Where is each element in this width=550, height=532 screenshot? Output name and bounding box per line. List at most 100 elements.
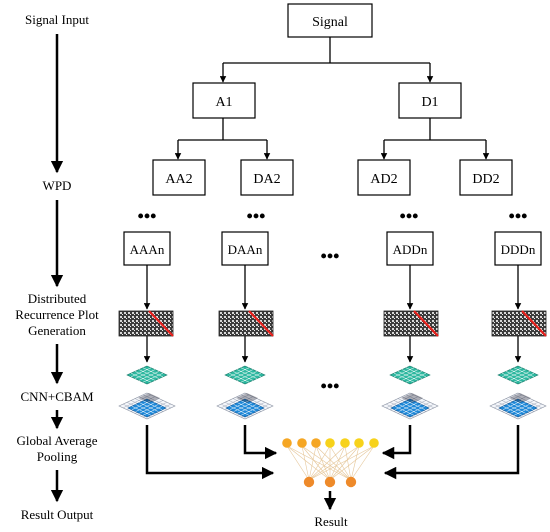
node-aa2 bbox=[152, 159, 206, 196]
ellipsis: ••• bbox=[138, 206, 157, 226]
stage-label-result-output: Result Output bbox=[21, 507, 94, 522]
feature-map-bottom bbox=[225, 398, 265, 418]
cnn-feature-stacks bbox=[118, 365, 547, 420]
feature-map-top bbox=[497, 365, 539, 385]
node-signal-label: Signal bbox=[312, 15, 348, 30]
pooling-connection bbox=[308, 445, 346, 481]
ellipsis: ••• bbox=[400, 206, 419, 226]
node-ad2-label: AD2 bbox=[370, 172, 397, 187]
pooling-arrow bbox=[145, 425, 275, 480]
feature-map-top bbox=[224, 365, 266, 385]
pooling-output-node bbox=[303, 476, 315, 488]
feature-map-bottom bbox=[498, 398, 538, 418]
recurrence-plots bbox=[118, 310, 547, 337]
node-dddn-label: DDDn bbox=[501, 242, 536, 257]
pooling-connection bbox=[329, 445, 360, 481]
feature-map-top bbox=[389, 365, 431, 385]
node-dd2 bbox=[459, 159, 513, 196]
recurrence-plot bbox=[383, 310, 439, 337]
feature-map-top bbox=[126, 365, 168, 385]
attention-overlay bbox=[401, 393, 423, 403]
stage-label-wpd: WPD bbox=[43, 178, 72, 193]
pooling-connection bbox=[329, 445, 346, 481]
result-label: Result bbox=[314, 514, 348, 529]
cnn-cbam-block bbox=[489, 365, 547, 420]
recurrence-plot bbox=[218, 310, 274, 337]
stage-label-cnn-cbam: CNN+CBAM bbox=[20, 389, 94, 404]
recurrence-diagonal bbox=[413, 310, 439, 337]
pooling-input-node bbox=[354, 438, 364, 448]
node-d1-label: D1 bbox=[421, 95, 438, 110]
pooling-output-node bbox=[345, 476, 357, 488]
pooling-connection bbox=[329, 445, 375, 481]
pooling-input-node bbox=[297, 438, 307, 448]
ellipsis: ••• bbox=[321, 376, 340, 396]
pooling-input-node bbox=[340, 438, 350, 448]
node-aaan bbox=[123, 231, 171, 266]
pooling-connection bbox=[350, 445, 375, 481]
node-daan-label: DAAn bbox=[228, 242, 263, 257]
pooling-input-node bbox=[311, 438, 321, 448]
node-signal bbox=[287, 3, 373, 38]
pooling-connection bbox=[308, 445, 375, 481]
recurrence-plot bbox=[118, 310, 174, 337]
pooling-connection bbox=[308, 445, 360, 481]
pooling-input-node bbox=[369, 438, 379, 448]
stage-labels: Signal Input WPD Distributed Recurrence … bbox=[15, 12, 99, 522]
attention-overlay bbox=[138, 393, 160, 403]
pooling-input-node bbox=[282, 438, 292, 448]
node-a1-label: A1 bbox=[215, 95, 232, 110]
pooling-input-node bbox=[325, 438, 335, 448]
pooling-connection bbox=[301, 445, 310, 481]
ellipsis: ••• bbox=[509, 206, 528, 226]
pooling-connection bbox=[329, 445, 352, 481]
global-average-pooling-network bbox=[282, 438, 379, 488]
tree-connectors bbox=[143, 37, 522, 363]
recurrence-plot bbox=[491, 310, 547, 337]
stage-label-generation: Generation bbox=[28, 323, 86, 338]
pooling-connection bbox=[286, 445, 352, 481]
cnn-cbam-block bbox=[216, 365, 274, 420]
pooling-connections bbox=[286, 445, 375, 481]
pooling-connection bbox=[308, 445, 317, 481]
cnn-cbam-block bbox=[118, 365, 176, 420]
pooling-output-node bbox=[324, 476, 336, 488]
pooling-connection bbox=[286, 445, 310, 481]
stage-label-global-average: Global Average bbox=[17, 433, 98, 448]
stage-label-signal-input: Signal Input bbox=[25, 12, 89, 27]
feature-map-bottom bbox=[390, 398, 430, 418]
node-addn-label: ADDn bbox=[393, 242, 428, 257]
pooling-connection bbox=[315, 445, 331, 481]
pooling-arrow bbox=[381, 425, 412, 460]
pooling-connection bbox=[286, 445, 331, 481]
node-aaan-label: AAAn bbox=[130, 242, 165, 257]
ellipsis: ••• bbox=[247, 206, 266, 226]
attention-overlay bbox=[509, 393, 531, 403]
node-d1 bbox=[398, 82, 462, 119]
node-dddn bbox=[494, 231, 542, 266]
tree-nodes: Signal A1 D1 AA2 DA2 AD2 DD2 bbox=[152, 3, 513, 196]
attention-overlay bbox=[236, 393, 258, 403]
ellipses: ••• ••• ••• ••• ••• ••• bbox=[138, 206, 528, 396]
recurrence-diagonal bbox=[248, 310, 274, 337]
pooling-arrow bbox=[243, 425, 278, 460]
pooling-connection bbox=[301, 445, 331, 481]
pooling-arrow bbox=[383, 425, 520, 480]
node-a1 bbox=[192, 82, 256, 119]
pooling-connection bbox=[301, 445, 352, 481]
stage-label-pooling: Pooling bbox=[37, 449, 78, 464]
cnn-cbam-block bbox=[381, 365, 439, 420]
node-dd2-label: DD2 bbox=[472, 172, 499, 187]
node-aa2-label: AA2 bbox=[165, 172, 192, 187]
recurrence-diagonal bbox=[148, 310, 174, 337]
recurrence-diagonal bbox=[521, 310, 547, 337]
pooling-arrows bbox=[145, 425, 520, 480]
node-da2-label: DA2 bbox=[253, 172, 280, 187]
pooling-connection bbox=[344, 445, 352, 481]
ellipsis: ••• bbox=[321, 246, 340, 266]
node-ad2 bbox=[357, 159, 411, 196]
feature-map-bottom bbox=[127, 398, 167, 418]
node-daan bbox=[221, 231, 269, 266]
